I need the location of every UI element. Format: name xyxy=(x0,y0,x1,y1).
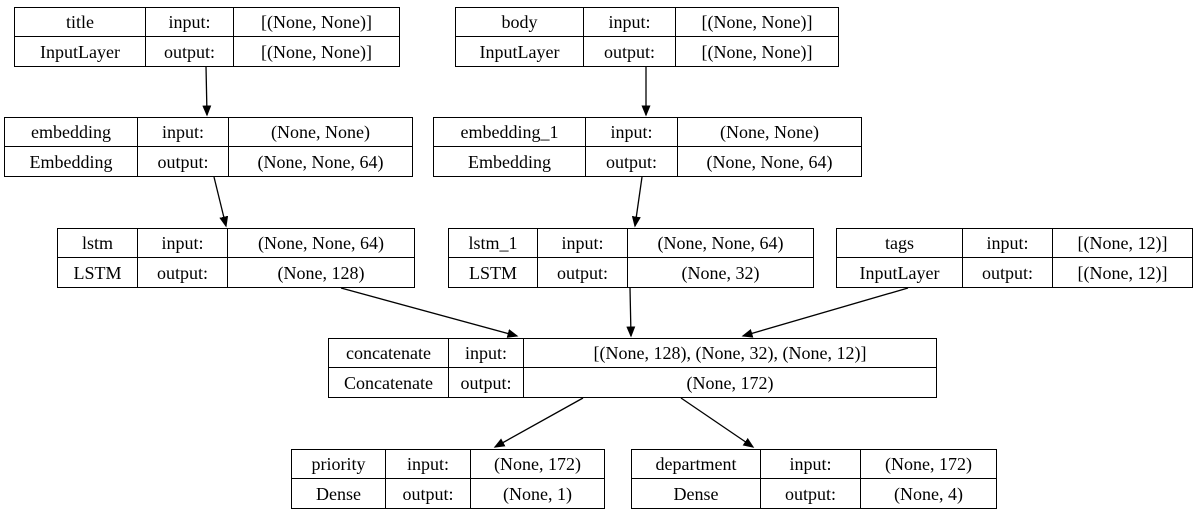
input-label: input: xyxy=(138,229,228,258)
layer-name: priority xyxy=(292,450,386,479)
layer-type: InputLayer xyxy=(837,258,963,287)
input-label: input: xyxy=(138,118,229,147)
input-label: input: xyxy=(584,8,676,37)
layer-type: Embedding xyxy=(434,147,586,176)
layer-name: tags xyxy=(837,229,963,258)
output-label: output: xyxy=(538,258,628,287)
output-shape: [(None, 12)] xyxy=(1077,262,1168,283)
edge-concatenate-to-department xyxy=(680,397,755,448)
output-shape: (None, 4) xyxy=(894,483,963,504)
output-shape: (None, None, 64) xyxy=(257,151,384,172)
output-label: output: xyxy=(386,479,471,508)
edge-embedding_1-to-lstm_1 xyxy=(631,176,643,228)
layer-type: Embedding xyxy=(5,147,138,176)
output-shape: [(None, None)] xyxy=(701,41,813,62)
output-shape: (None, 1) xyxy=(503,483,572,504)
edge-lstm-to-concatenate xyxy=(340,287,519,338)
layer-type: InputLayer xyxy=(456,37,584,66)
input-shape: (None, None) xyxy=(229,118,412,147)
input-label: input: xyxy=(586,118,678,147)
output-label: output: xyxy=(586,147,678,176)
input-shape: (None, None, 64) xyxy=(228,229,414,258)
output-label: output: xyxy=(138,147,229,176)
edge-embedding-to-lstm xyxy=(213,176,229,228)
layer-name: concatenate xyxy=(329,339,449,368)
output-label: output: xyxy=(449,368,524,397)
output-shape: (None, 32) xyxy=(681,262,760,283)
layer-type: Concatenate xyxy=(329,368,449,397)
input-shape: [(None, None)] xyxy=(234,8,399,37)
input-label: input: xyxy=(386,450,471,479)
edge-title-to-embedding xyxy=(202,65,212,117)
edge-concatenate-to-priority xyxy=(493,397,584,448)
input-shape: (None, 172) xyxy=(861,450,996,479)
output-label: output: xyxy=(138,258,228,287)
layer-type: InputLayer xyxy=(15,37,146,66)
layer-type: Dense xyxy=(292,479,386,508)
output-label: output: xyxy=(584,37,676,66)
input-shape: (None, None, 64) xyxy=(628,229,813,258)
output-shape: (None, 172) xyxy=(686,372,774,393)
input-shape: [(None, 128), (None, 32), (None, 12)] xyxy=(524,339,936,368)
input-shape: (None, 172) xyxy=(471,450,604,479)
output-label: output: xyxy=(146,37,234,66)
output-label: output: xyxy=(963,258,1053,287)
output-shape: (None, 128) xyxy=(277,262,365,283)
input-shape: [(None, None)] xyxy=(676,8,838,37)
layer-name: title xyxy=(15,8,146,37)
layer-name: lstm xyxy=(58,229,138,258)
input-label: input: xyxy=(761,450,861,479)
input-label: input: xyxy=(538,229,628,258)
layer-name: department xyxy=(632,450,761,479)
input-label: input: xyxy=(146,8,234,37)
layer-name: body xyxy=(456,8,584,37)
layer-type: Dense xyxy=(632,479,761,508)
input-shape: [(None, 12)] xyxy=(1053,229,1192,258)
edge-lstm_1-to-concatenate xyxy=(626,287,636,338)
layer-type: LSTM xyxy=(449,258,538,287)
layer-name: embedding xyxy=(5,118,138,147)
layer-name: embedding_1 xyxy=(434,118,586,147)
layer-type: LSTM xyxy=(58,258,138,287)
output-shape: [(None, None)] xyxy=(261,41,372,62)
input-shape: (None, None) xyxy=(678,118,861,147)
output-label: output: xyxy=(761,479,861,508)
edge-tags-to-concatenate xyxy=(741,287,909,338)
output-shape: (None, None, 64) xyxy=(706,151,833,172)
input-label: input: xyxy=(449,339,524,368)
input-label: input: xyxy=(963,229,1053,258)
layer-name: lstm_1 xyxy=(449,229,538,258)
